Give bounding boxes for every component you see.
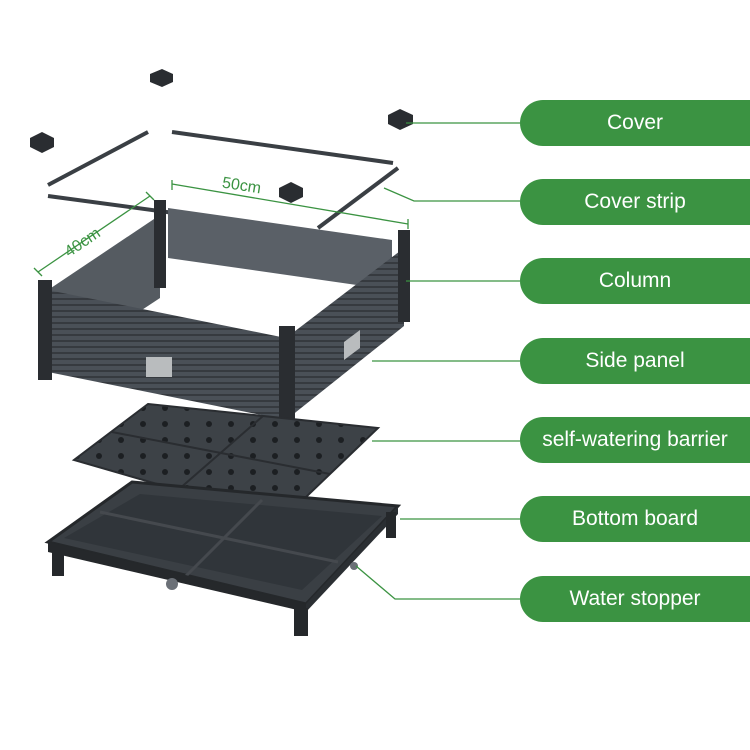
water-stopper — [350, 562, 358, 570]
side-panel-right — [286, 248, 404, 420]
cover-cap — [150, 69, 173, 87]
cover-cap — [279, 182, 303, 203]
column-front-left — [38, 280, 52, 380]
label-plate — [344, 330, 360, 360]
cover-cap — [30, 132, 54, 153]
side-panel-back — [168, 208, 392, 290]
label-side-panel: Side panel — [520, 338, 750, 384]
label-plate — [146, 357, 172, 377]
label-bottom-board: Bottom board — [520, 496, 750, 542]
side-panel-front — [48, 290, 286, 420]
column-front-right — [279, 326, 295, 432]
label-water-stopper: Water stopper — [520, 576, 750, 622]
label-cover: Cover — [520, 100, 750, 146]
water-stopper — [166, 578, 178, 590]
label-self-watering-barrier: self-watering barrier — [520, 417, 750, 463]
column-back-right — [398, 230, 410, 322]
label-column: Column — [520, 258, 750, 304]
cover-strip-back — [171, 130, 394, 165]
width-dimension: 50cm — [221, 175, 262, 198]
cover-strip-right — [316, 166, 400, 230]
cover-cap — [388, 109, 413, 130]
depth-dimension: 40cm — [62, 225, 104, 261]
dimension-lines — [33, 180, 409, 277]
cover-caps — [30, 69, 413, 203]
bottom-board — [44, 480, 402, 636]
raised-bed-box — [38, 200, 410, 432]
column-back-left — [154, 200, 166, 288]
cover-strip-left — [47, 130, 149, 187]
leader-lines — [355, 122, 520, 600]
label-cover-strip: Cover strip — [520, 179, 750, 225]
